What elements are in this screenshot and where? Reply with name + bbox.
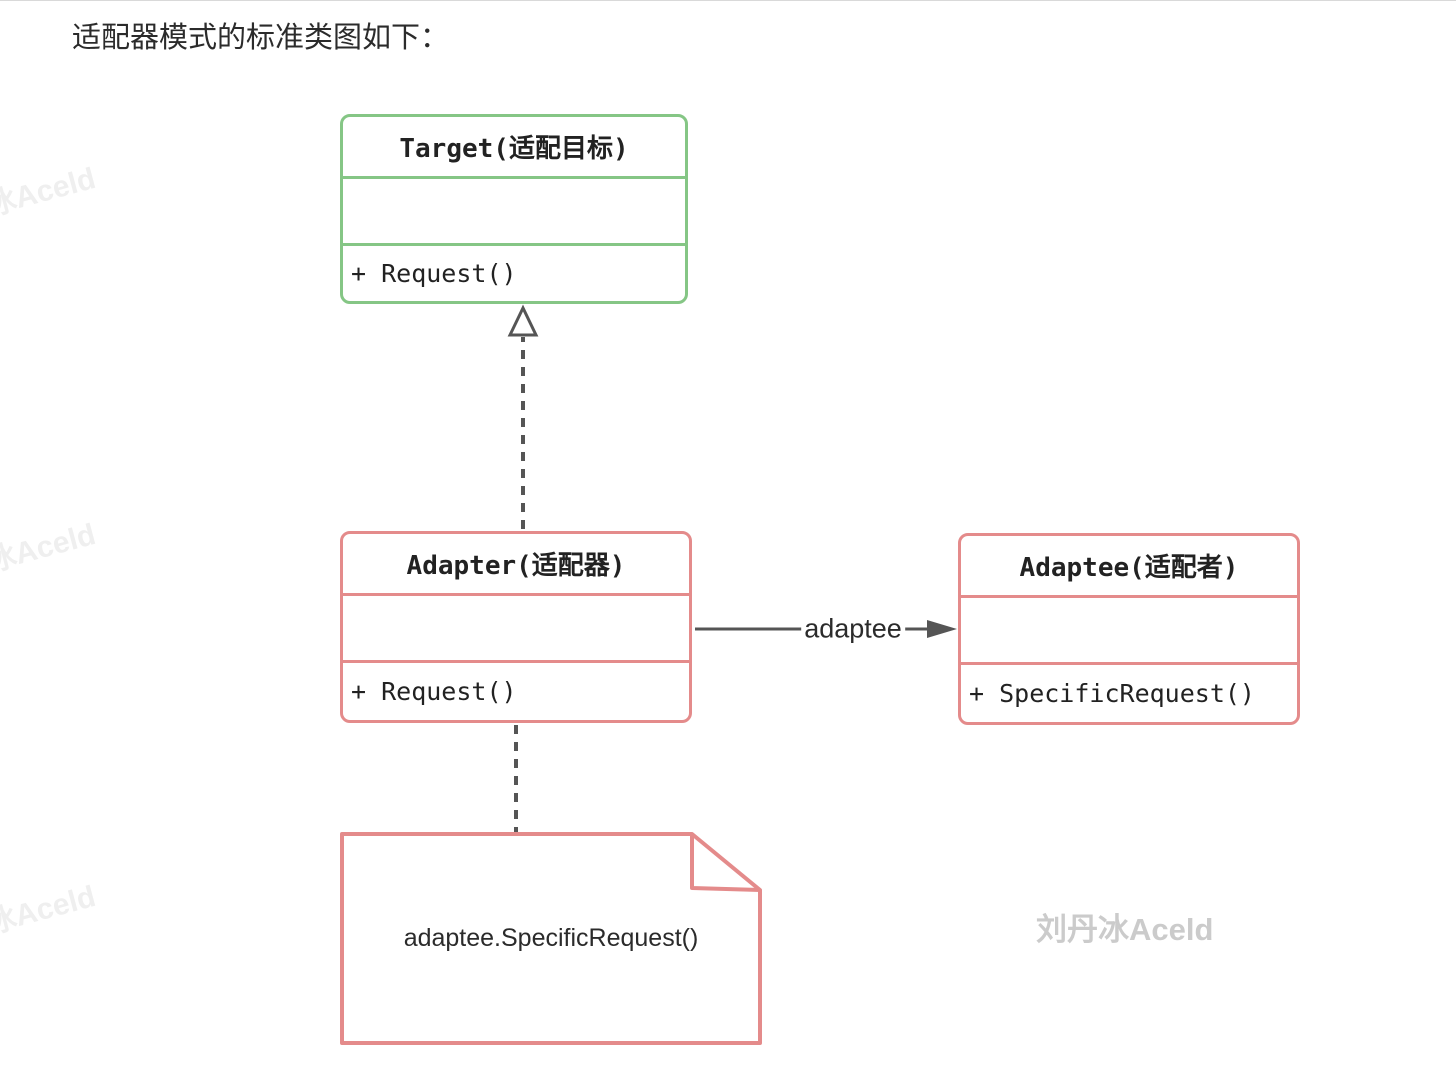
class-attributes-adapter xyxy=(343,593,689,660)
watermark-side-1: 刘丹冰Aceld xyxy=(0,162,100,239)
class-name-target: Target(适配目标) xyxy=(399,134,629,164)
class-box-target: Target(适配目标) + Request() xyxy=(340,114,688,304)
class-method-adaptee: + SpecificRequest() xyxy=(961,662,1297,722)
association-label: adaptee xyxy=(801,613,905,645)
watermark-side-2: 刘丹冰Aceld xyxy=(0,518,100,595)
page-title: 适配器模式的标准类图如下： xyxy=(72,22,450,54)
class-attributes-adaptee xyxy=(961,595,1297,662)
class-method-target: + Request() xyxy=(343,243,685,301)
note-text: adaptee.SpecificRequest() xyxy=(403,924,699,952)
class-box-adaptee: Adaptee(适配者) + SpecificRequest() xyxy=(958,533,1300,725)
class-method-adapter: + Request() xyxy=(343,660,689,720)
class-box-adapter: Adapter(适配器) + Request() xyxy=(340,531,692,723)
realization-arrowhead-icon xyxy=(507,304,539,337)
class-attributes-target xyxy=(343,176,685,243)
class-name-adaptee: Adaptee(适配者) xyxy=(1019,553,1239,583)
class-name-adapter: Adapter(适配器) xyxy=(406,551,626,581)
watermark-author: 刘丹冰Aceld xyxy=(1036,912,1214,947)
watermark-side-3: 刘丹冰Aceld xyxy=(0,880,100,957)
association-arrowhead-icon xyxy=(927,620,957,638)
